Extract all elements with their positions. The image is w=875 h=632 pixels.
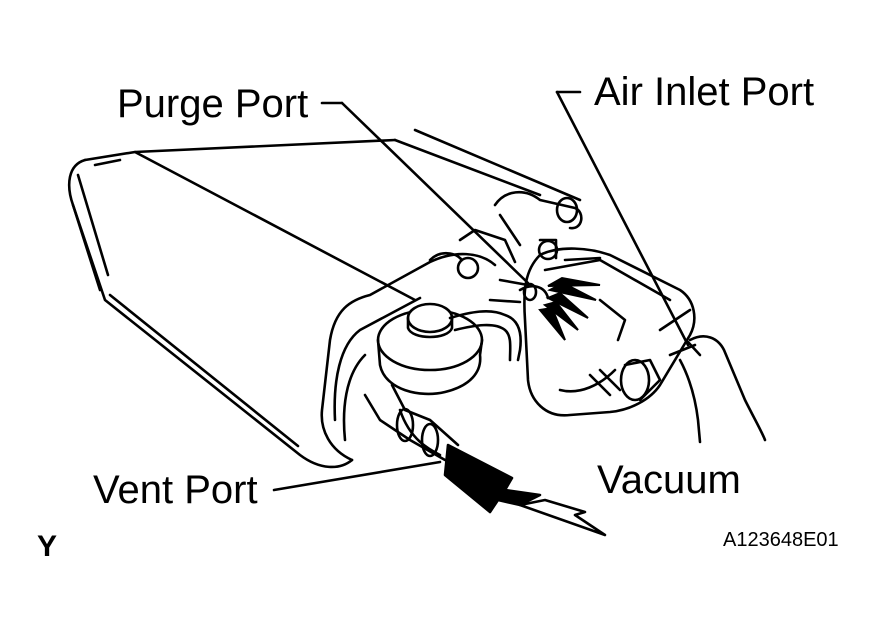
corner-mark: Y [37,530,58,563]
purge-port-label: Purge Port [117,82,309,126]
upper-fittings [428,191,583,280]
figure-code: A123648E01 [723,529,839,551]
air-inlet-port-label: Air Inlet Port [594,70,815,114]
purge-port-leader-diag [340,101,530,285]
pump-module [488,238,697,417]
canister-body [67,128,582,469]
canister-valve [376,302,522,396]
hand-with-tool [678,335,767,444]
vacuum-arrow-large [443,443,607,537]
vacuum-flow-arrows [538,276,601,341]
vent-port-leader [272,460,442,492]
vacuum-label: Vacuum [597,458,741,502]
vent-port-label: Vent Port [93,468,258,512]
air-inlet-port-leader-diag [555,90,690,347]
vent-pipe [363,383,460,462]
